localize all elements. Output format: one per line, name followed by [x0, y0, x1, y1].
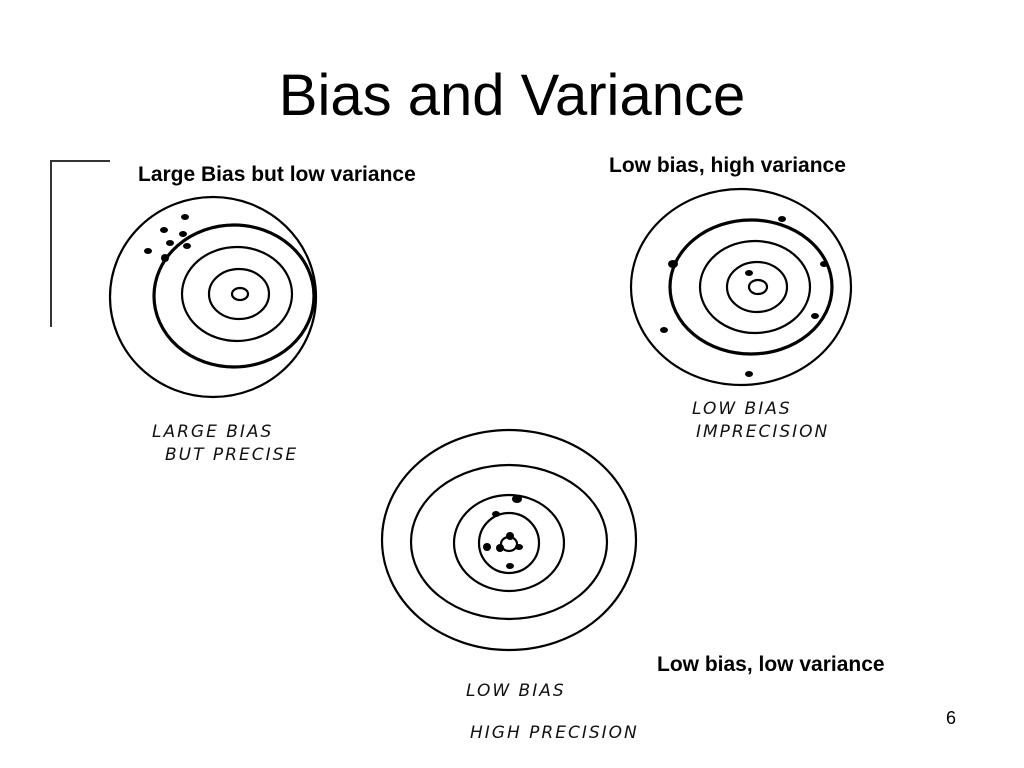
center-ring — [725, 260, 789, 314]
inner-ring — [180, 245, 294, 343]
shot — [745, 270, 753, 276]
middle-ring — [668, 218, 834, 356]
shot — [181, 214, 189, 220]
shot — [745, 371, 753, 377]
target-large-bias-precise: LARGE BIAS BUT PRECISE — [108, 195, 318, 465]
shot — [496, 544, 504, 552]
shot — [144, 248, 152, 254]
outer-ring — [629, 187, 853, 387]
shot — [506, 563, 514, 569]
bullseye — [230, 286, 250, 302]
center-ring — [477, 511, 541, 575]
center-ring — [207, 267, 271, 321]
handwritten-note-line2: BUT PRECISE — [165, 445, 298, 465]
shot — [161, 254, 169, 262]
handwritten-note-line1: LOW BIAS — [692, 399, 792, 419]
shot — [820, 261, 828, 267]
inner-ring — [452, 493, 566, 593]
caption-low-bias-low-variance: Low bias, low variance — [657, 653, 885, 676]
caption-low-bias-high-variance: Low bias, high variance — [609, 154, 846, 177]
shot — [492, 511, 500, 517]
outer-ring — [108, 195, 318, 399]
shot — [811, 313, 819, 319]
bullseye — [747, 278, 769, 296]
shot — [160, 227, 168, 233]
caption-large-bias-low-variance: Large Bias but low variance — [138, 163, 416, 186]
middle-ring — [152, 223, 316, 369]
target-low-bias-high-precision: LOW BIAS HIGH PRECISION — [380, 428, 639, 743]
shot — [778, 216, 786, 222]
shot — [512, 495, 522, 503]
shot — [483, 543, 491, 551]
handwritten-note-line2: IMPRECISION — [696, 422, 829, 442]
handwritten-note-line2: HIGH PRECISION — [470, 723, 639, 743]
middle-ring — [409, 463, 609, 621]
handwritten-note-line1: LARGE BIAS — [152, 422, 273, 442]
outer-ring — [380, 428, 638, 652]
shot — [668, 260, 678, 268]
page-number: 6 — [946, 708, 957, 728]
shot — [179, 231, 187, 237]
slide-title: Bias and Variance — [278, 63, 746, 128]
shot — [183, 243, 191, 249]
handwritten-note-line1: LOW BIAS — [466, 681, 566, 701]
shot — [166, 240, 174, 246]
target-low-bias-imprecise: LOW BIAS IMPRECISION — [629, 187, 853, 442]
shot — [506, 532, 514, 540]
inner-ring — [698, 239, 812, 335]
shot — [515, 544, 523, 550]
corner-bracket-decoration — [50, 160, 110, 327]
shot — [660, 327, 668, 333]
